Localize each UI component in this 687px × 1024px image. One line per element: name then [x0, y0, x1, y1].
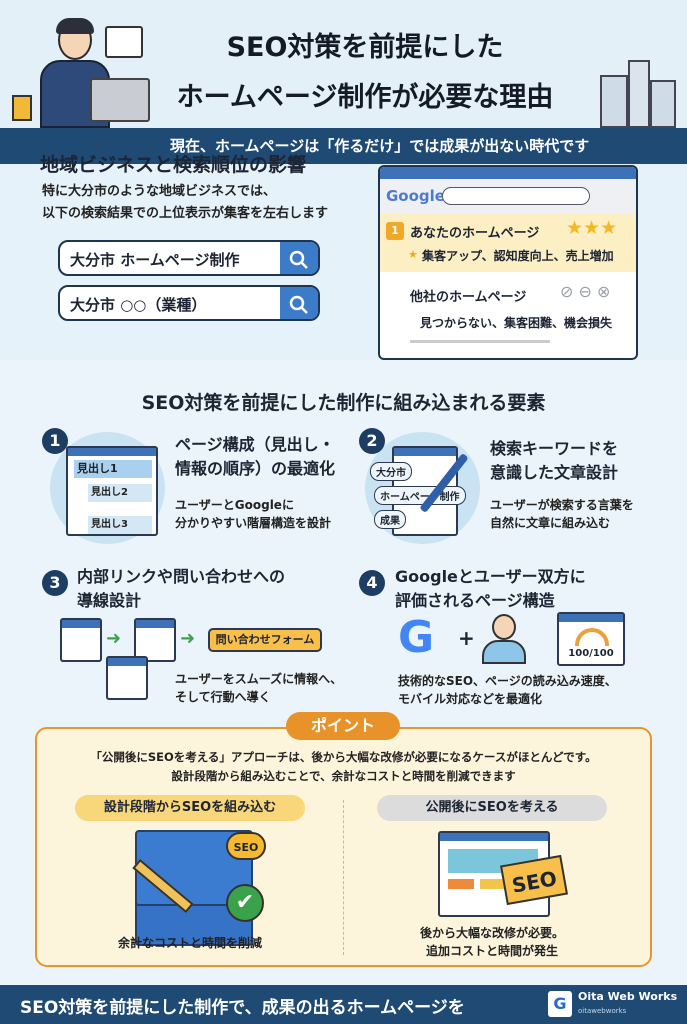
footer-text: SEO対策を前提にした制作で、成果の出るホームページを	[20, 998, 465, 1018]
user-avatar-icon	[482, 614, 526, 664]
point-label: ポイント	[286, 712, 400, 740]
speech-bubble-icon	[105, 26, 143, 58]
point-text-line1: 「公開後にSEOを考える」アプローチは、後から大幅な改修が必要になるケースがほと…	[90, 750, 597, 764]
brand-subtext: oitawebworks	[578, 1007, 627, 1015]
footer-banner: SEO対策を前提にした制作で、成果の出るホームページを G Oita Web W…	[0, 985, 687, 1024]
search-icon	[289, 250, 308, 269]
google-g-icon: G	[398, 612, 435, 663]
item-number: 3	[42, 570, 68, 596]
left-approach-title: 設計段階からSEOを組み込む	[75, 795, 305, 821]
item-title-line2: 評価されるページ構造	[395, 591, 555, 610]
search-results-browser: Google 1 あなたのホームページ ★★★ ★ 集客アップ、認知度向上、売上…	[378, 165, 638, 360]
item-desc-line2: 分かりやすい階層構造を設計	[175, 516, 332, 530]
item-desc-line1: 技術的なSEO、ページの読み込み速度、	[398, 674, 617, 688]
subtitle-banner: 現在、ホームページは「作るだけ」では成果が出ない時代です	[0, 128, 687, 164]
rank-badge: 1	[386, 222, 404, 240]
top-result-title: あなたのホームページ	[410, 226, 540, 241]
negative-icons: ⊘ ⊖ ⊗	[560, 282, 611, 301]
point-text-line2: 設計段階から組み込むことで、余計なコストと時間を削減できます	[171, 769, 516, 783]
query-text: 大分市 ホームページ制作	[70, 251, 240, 269]
keyword-tag: 成果	[374, 510, 406, 529]
item-desc-line2: そして行動へ導く	[175, 690, 271, 704]
link-flow-diagram: ➜ ➜ 問い合わせフォーム	[60, 618, 330, 704]
other-result-title: 他社のホームページ	[410, 290, 527, 305]
item-desc-line2: 自然に文章に組み込む	[490, 516, 611, 530]
search-box-query-2[interactable]: 大分市 ○○（業種）	[58, 285, 320, 321]
item-title-line2: 導線設計	[77, 591, 142, 610]
keyword-tag: 大分市	[370, 462, 412, 481]
item-desc-line2: モバイル対応などを最適化	[398, 692, 543, 706]
speed-score: 100/100	[568, 648, 614, 659]
seo-speech-badge: SEO	[226, 832, 266, 860]
heading-label: 見出し2	[88, 484, 152, 502]
item-desc-line1: ユーザーが検索する言葉を	[490, 498, 634, 512]
item-number: 1	[42, 428, 68, 454]
keyword-tag: ホームページ制作	[374, 486, 466, 505]
google-logo: Google	[386, 187, 445, 205]
item-title-line1: ページ構成（見出し・	[175, 435, 335, 454]
speed-score-window: 100/100	[557, 612, 625, 666]
right-caption-line2: 追加コストと時間が発生	[425, 944, 558, 958]
brand-name: Oita Web Works	[578, 990, 678, 1003]
right-caption-line1: 後から大幅な改修が必要。	[419, 926, 564, 940]
check-icon: ✔	[226, 884, 264, 922]
page-title-line1: SEO対策を前提にした	[226, 32, 504, 63]
item-title-line1: Googleとユーザー双方に	[395, 567, 586, 586]
stars-rating: ★★★	[566, 217, 618, 239]
brand-logo-icon: G	[548, 991, 572, 1017]
star-icon: ★	[408, 248, 418, 261]
elements-heading: SEO対策を前提にした制作に組み込まれる要素	[141, 392, 546, 414]
item-title-line2: 意識した文章設計	[490, 463, 619, 482]
contact-form-button: 問い合わせフォーム	[208, 628, 322, 652]
search-button[interactable]	[280, 242, 318, 274]
left-caption: 余計なコストと時間を削減	[117, 936, 262, 950]
gauge-icon	[575, 628, 609, 646]
local-text-line2: 以下の検索結果での上位表示が集客を左右します	[42, 206, 329, 221]
item-desc-line1: ユーザーとGoogleに	[175, 498, 294, 512]
item-title-line2: 情報の順序）の最適化	[175, 459, 336, 478]
heading-label: 見出し1	[74, 460, 152, 478]
search-box-query-1[interactable]: 大分市 ホームページ制作	[58, 240, 320, 276]
heading-label: 見出し3	[88, 516, 152, 534]
search-button[interactable]	[280, 287, 318, 319]
search-icon	[289, 295, 308, 314]
right-approach-title: 公開後にSEOを考える	[377, 795, 607, 821]
heading-structure-window: 見出し1 見出し2 見出し3	[66, 446, 158, 536]
local-heading: 地域ビジネスと検索順位の影響	[40, 154, 307, 176]
query-text: 大分市 ○○（業種）	[70, 296, 207, 314]
item-number: 4	[359, 570, 385, 596]
city-buildings-illustration	[600, 50, 680, 128]
item-title-line1: 検索キーワードを	[490, 439, 619, 458]
item-title-line1: 内部リンクや問い合わせへの	[77, 567, 286, 586]
local-text-line1: 特に大分市のような地域ビジネスでは、	[42, 184, 277, 199]
other-result-desc: 見つからない、集客困難、機会損失	[420, 316, 613, 330]
page-title-line2: ホームページ制作が必要な理由	[176, 82, 554, 113]
point-divider	[343, 800, 344, 955]
plant-icon	[12, 95, 32, 121]
businessman-illustration	[40, 18, 150, 128]
item-number: 2	[359, 428, 385, 454]
top-result-desc: 集客アップ、認知度向上、売上増加	[422, 249, 614, 263]
item-desc-line1: ユーザーをスムーズに情報へ、	[175, 672, 343, 686]
browser-search-field	[442, 187, 590, 205]
plus-icon: +	[458, 626, 475, 650]
